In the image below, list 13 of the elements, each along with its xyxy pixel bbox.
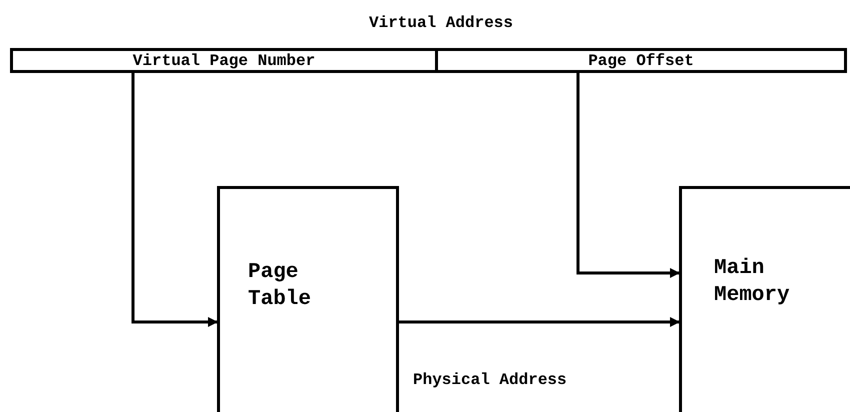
diagram-title: Virtual Address (368, 14, 514, 32)
node-label: Virtual Page Number (132, 52, 316, 70)
arrow (399, 317, 680, 327)
block-box (679, 186, 850, 412)
block-box (217, 186, 399, 412)
arrow (576, 73, 680, 278)
arrow (132, 73, 218, 327)
node-label: Page Table (248, 260, 312, 314)
address-field (435, 48, 847, 73)
address-field (10, 48, 438, 73)
node-label: Main Memory (714, 256, 791, 310)
node-label: Page Offset (588, 52, 694, 70)
edge-label: Physical Address (413, 371, 567, 389)
